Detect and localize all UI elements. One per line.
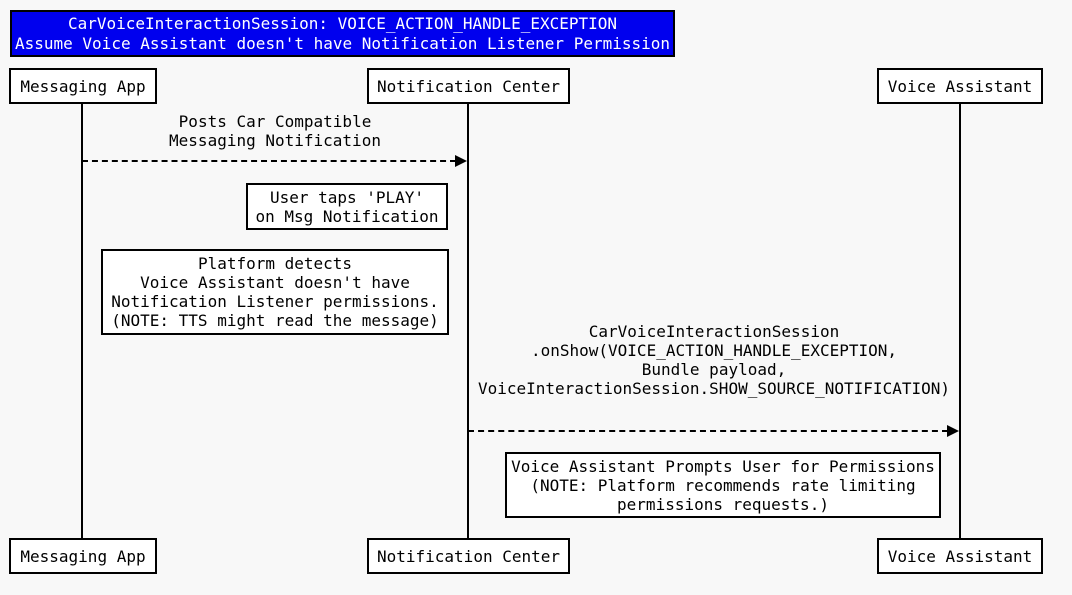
actor-label: Messaging App: [20, 546, 146, 566]
message-line: Bundle payload,: [641, 360, 787, 379]
actor-box-messaging-app-bottom: Messaging App: [9, 538, 157, 574]
lifeline-notification-center: [467, 104, 469, 538]
diagram-title: CarVoiceInteractionSession: VOICE_ACTION…: [10, 10, 675, 57]
actor-label: Voice Assistant: [887, 76, 1033, 96]
note-line: (NOTE: TTS might read the message): [111, 311, 439, 330]
actor-box-messaging-app-top: Messaging App: [9, 68, 157, 104]
note-line: Notification Listener permissions.: [111, 292, 439, 311]
title-line-2: Assume Voice Assistant doesn't have Noti…: [14, 33, 671, 53]
note-line: Voice Assistant doesn't have: [140, 273, 410, 292]
lifeline-messaging-app: [81, 104, 83, 538]
note-user-taps-play: User taps 'PLAY' on Msg Notification: [246, 183, 448, 230]
message-line: Posts Car Compatible: [178, 112, 372, 131]
message-line: .onShow(VOICE_ACTION_HANDLE_EXCEPTION,: [530, 341, 898, 360]
actor-label: Messaging App: [20, 76, 146, 96]
note-line: Platform detects: [197, 254, 353, 273]
message-1-arrowhead-icon: [455, 155, 467, 167]
actor-box-notification-center-bottom: Notification Center: [367, 538, 570, 574]
message-1-arrow-line: [82, 160, 456, 162]
actor-box-notification-center-top: Notification Center: [367, 68, 570, 104]
note-line: on Msg Notification: [255, 206, 439, 226]
message-1-label: Posts Car Compatible Messaging Notificat…: [82, 112, 468, 150]
lifeline-voice-assistant: [959, 104, 961, 538]
note-platform-detects: Platform detects Voice Assistant doesn't…: [101, 249, 449, 335]
actor-label: Notification Center: [376, 546, 561, 566]
actor-label: Notification Center: [376, 76, 561, 96]
title-line-1: CarVoiceInteractionSession: VOICE_ACTION…: [67, 13, 618, 33]
message-2-arrowhead-icon: [947, 425, 959, 437]
message-line: CarVoiceInteractionSession: [588, 322, 840, 341]
note-voice-assistant-prompts: Voice Assistant Prompts User for Permiss…: [505, 452, 941, 518]
actor-label: Voice Assistant: [887, 546, 1033, 566]
actor-box-voice-assistant-bottom: Voice Assistant: [877, 538, 1043, 574]
message-2-label: CarVoiceInteractionSession .onShow(VOICE…: [468, 322, 960, 398]
message-line: VoiceInteractionSession.SHOW_SOURCE_NOTI…: [477, 379, 950, 398]
message-2-arrow-line: [468, 430, 948, 432]
actor-box-voice-assistant-top: Voice Assistant: [877, 68, 1043, 104]
note-line: Voice Assistant Prompts User for Permiss…: [511, 456, 935, 476]
message-line: Messaging Notification: [169, 131, 381, 150]
note-line: (NOTE: Platform recommends rate limiting: [530, 475, 916, 495]
note-line: permissions requests.): [617, 494, 829, 514]
note-line: User taps 'PLAY': [269, 187, 425, 207]
